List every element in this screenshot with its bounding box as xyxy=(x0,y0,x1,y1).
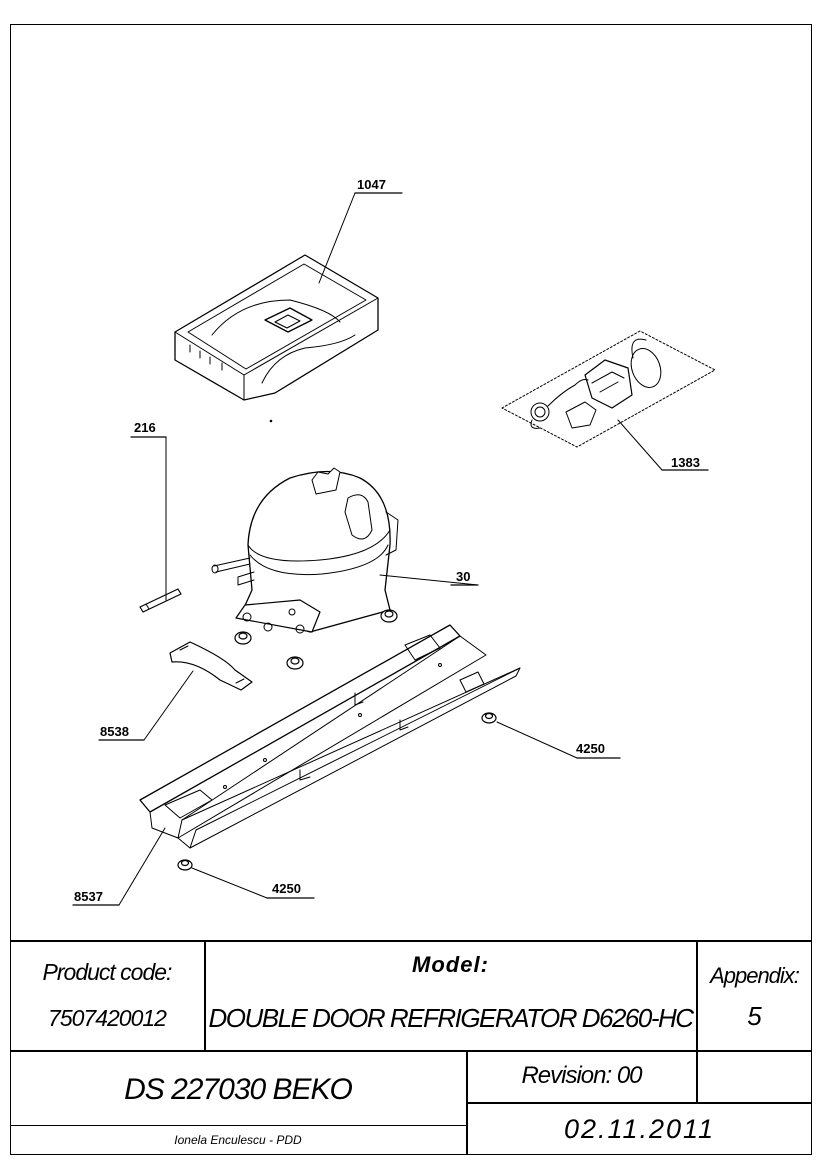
stray-mark xyxy=(269,419,273,423)
part-bracket-plate xyxy=(169,641,253,691)
exploded-parts-drawing: 1047 216 1383 30 8538 4250 8537 4250 xyxy=(72,177,716,906)
callout-4250-b: 4250 xyxy=(272,881,301,896)
callout-216: 216 xyxy=(134,420,156,435)
part-compressor xyxy=(211,467,399,634)
callout-8537: 8537 xyxy=(74,889,103,904)
callout-4250-a: 4250 xyxy=(576,741,605,756)
callout-1047: 1047 xyxy=(357,177,386,192)
product-code-label: Product code: xyxy=(42,958,173,985)
revision: Revision: 00 xyxy=(521,1062,642,1089)
part-cover-tray xyxy=(174,254,379,401)
callout-30: 30 xyxy=(456,569,470,584)
title-block: Product code: 7507420012 Model: DOUBLE D… xyxy=(10,940,812,1155)
model-value: DOUBLE DOOR REFRIGERATOR D6260-HC xyxy=(208,1002,694,1033)
callout-8538: 8538 xyxy=(100,724,129,739)
callout-1383: 1383 xyxy=(671,455,700,470)
author: Ionela Enculescu - PDD xyxy=(174,1133,302,1147)
appendix-label: Appendix: xyxy=(710,963,800,988)
product-code-value: 7507420012 xyxy=(48,1004,167,1031)
part-electrical-kit xyxy=(501,330,716,448)
date: 02.11.2011 xyxy=(563,1113,716,1144)
appendix-value: 5 xyxy=(747,1000,762,1031)
part-rod xyxy=(139,588,182,613)
model-label: Model: xyxy=(412,952,489,977)
grommets xyxy=(177,609,497,871)
callouts: 1047 216 1383 30 8538 4250 8537 4250 xyxy=(74,177,700,904)
callout-underlines xyxy=(72,192,709,906)
drawing-frame xyxy=(10,24,812,1155)
part-base-rails xyxy=(139,624,521,849)
document-number: DS 227030 BEKO xyxy=(124,1073,353,1106)
